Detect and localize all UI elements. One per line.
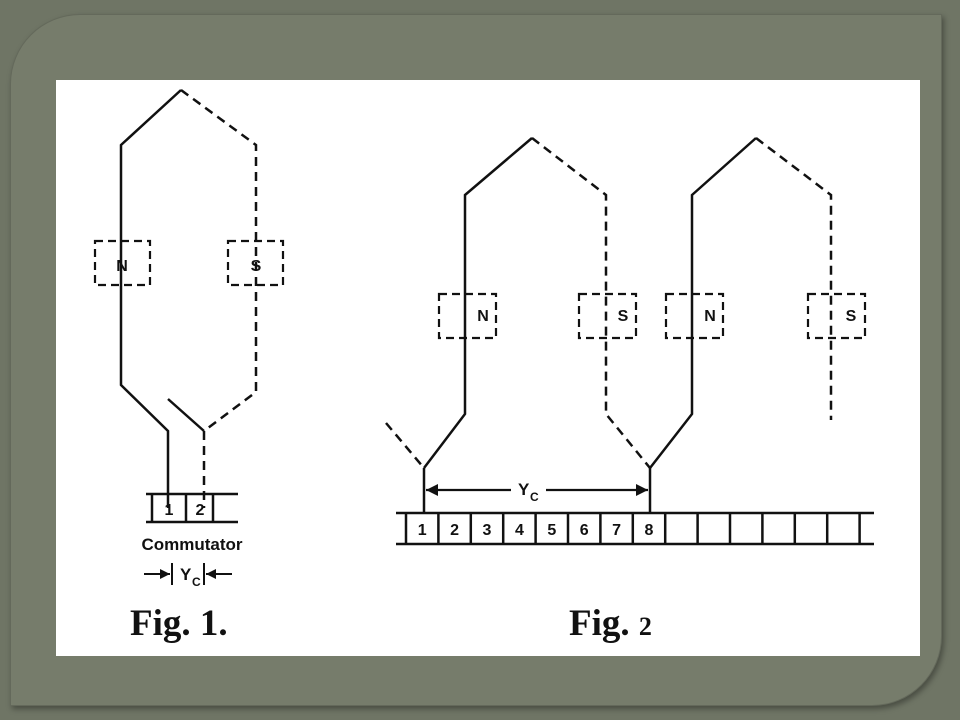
- fig2-pitch-arrow-left: [426, 484, 438, 496]
- fig1-pole-s-label: S: [251, 258, 262, 275]
- fig1-coil-solid-side: [119, 89, 182, 508]
- fig2-pitch-label: Y: [518, 480, 530, 499]
- fig1-coil-dashed-side: [180, 88, 258, 508]
- fig2-pole-n1-box: [437, 292, 498, 340]
- fig2-coil1-dashed-side: [531, 137, 651, 469]
- fig2-pole-n1-label: N: [477, 308, 489, 325]
- fig2-segment-2: 2: [450, 522, 459, 539]
- fig2-pole-n2-label: N: [704, 308, 716, 325]
- fig1-coil-end: [167, 398, 205, 432]
- fig2-pitch-sub: C: [530, 490, 539, 504]
- fig1-pitch-right-arrow: [206, 569, 216, 579]
- fig2-incoming-dashed: [385, 422, 425, 469]
- fig2-segment-8: 8: [645, 522, 654, 539]
- fig2-segment-1: 1: [418, 522, 427, 539]
- winding-diagrams: N S 1 2 Commutator Y C: [93, 88, 874, 589]
- fig2-pole-n2-box: [664, 292, 725, 340]
- figure-canvas: N S 1 2 Commutator Y C: [56, 80, 920, 656]
- fig1-segment-2: 2: [196, 502, 205, 519]
- fig2-segment-3: 3: [483, 522, 492, 539]
- fig2-segment-7: 7: [612, 522, 621, 539]
- figure-1: [93, 88, 285, 585]
- fig2-coil1-solid-side: [423, 137, 533, 469]
- fig2-pitch-arrow-right: [636, 484, 648, 496]
- fig1-caption: Fig. 1.: [130, 603, 228, 644]
- fig2-caption: Fig. 2: [569, 602, 652, 645]
- fig1-pitch-sub: C: [192, 575, 201, 589]
- fig2-pole-s1-box: [577, 292, 638, 340]
- fig2-segment-6: 6: [580, 522, 589, 539]
- fig1-pole-s-box: [226, 239, 285, 287]
- fig1-pole-n-label: N: [116, 258, 128, 275]
- fig2-pole-s2-box: [806, 292, 867, 340]
- fig1-segment-1: 1: [165, 502, 174, 519]
- fig1-pitch-label: Y: [180, 565, 192, 584]
- fig2-pole-s1-label: S: [618, 308, 629, 325]
- fig2-segment-5: 5: [547, 522, 556, 539]
- fig2-coil2-solid-side: [649, 137, 757, 469]
- fig1-pole-n-box: [93, 239, 152, 287]
- fig2-pole-s2-label: S: [846, 308, 857, 325]
- fig2-caption-text: Fig.: [569, 603, 639, 644]
- fig2-caption-number: 2: [638, 612, 652, 641]
- fig2-segment-4: 4: [515, 522, 524, 539]
- fig2-coil2-dashed-side: [755, 137, 833, 420]
- figure-2: [385, 137, 874, 546]
- fig1-pitch-left-arrow: [160, 569, 170, 579]
- fig1-commutator-label: Commutator: [141, 535, 242, 554]
